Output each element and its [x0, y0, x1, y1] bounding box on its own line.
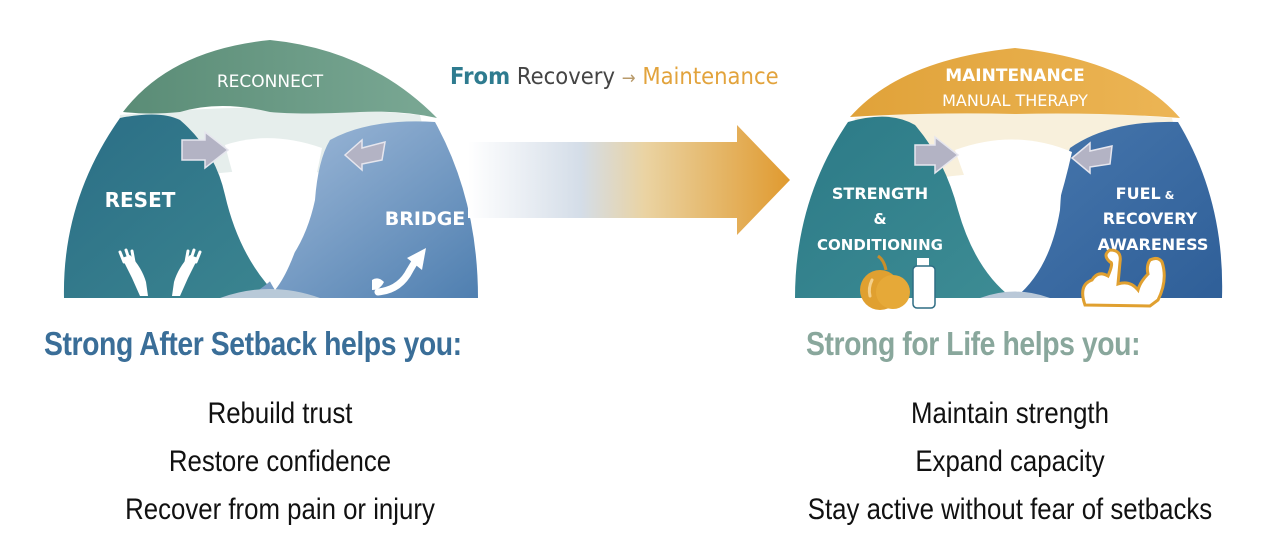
curved-arrow-up-icon	[372, 248, 426, 296]
tagline-recovery: Recovery	[516, 64, 615, 90]
right-benefit-item: Stay active without fear of setbacks	[807, 493, 1213, 526]
bridge-label: BRIDGE	[385, 208, 466, 230]
tagline-arrow-icon: →	[621, 68, 636, 89]
left-benefit-item: Recover from pain or injury	[125, 493, 435, 526]
fuel-word: FUEL	[1116, 184, 1161, 203]
reset-to-reconnect-arrow-icon	[181, 130, 230, 170]
water-bottle-icon	[912, 258, 936, 309]
left-benefits-list: Rebuild trust Restore confidence Recover…	[40, 390, 520, 534]
right-benefits-list: Maintain strength Expand capacity Stay a…	[730, 390, 1280, 534]
maintenance-manual-therapy-segment	[850, 48, 1180, 118]
right-arch-center	[955, 139, 1072, 292]
fuel-label: FUEL&	[1116, 184, 1175, 203]
strength-amp-label: &	[873, 210, 886, 228]
awareness-label: AWARENESS	[1098, 235, 1209, 254]
strength-label: STRENGTH	[832, 184, 928, 203]
reset-segment	[63, 114, 280, 298]
reconnect-label: RECONNECT	[217, 72, 324, 92]
left-arch: RECONNECT RESET BRIDGE	[63, 40, 478, 298]
tagline-from: From	[450, 64, 511, 90]
strength-conditioning-segment	[795, 116, 1012, 299]
reset-label: RESET	[105, 188, 176, 212]
tagline-maintenance: Maintenance	[642, 64, 779, 90]
transition-arrow-icon	[468, 125, 790, 235]
flexed-bicep-icon	[1081, 248, 1166, 308]
left-section-heading: Strong After Setback helps you:	[44, 325, 462, 362]
bridge-to-reconnect-arrow-icon	[343, 138, 386, 172]
recovery-label: RECOVERY	[1103, 209, 1198, 228]
right-benefit-item: Maintain strength	[911, 397, 1109, 430]
open-hands-icon	[118, 248, 202, 296]
fuel-to-maintenance-arrow-icon	[1070, 141, 1113, 175]
left-benefit-item: Restore confidence	[168, 445, 392, 478]
left-benefit-item: Rebuild trust	[207, 397, 353, 430]
conditioning-label: CONDITIONING	[817, 236, 943, 254]
right-arch: MAINTENANCE MANUAL THERAPY STRENGTH & CO…	[795, 48, 1223, 310]
right-benefit-item: Expand capacity	[915, 445, 1105, 478]
apple-icon	[860, 254, 910, 310]
tagline: From Recovery → Maintenance	[450, 64, 779, 90]
left-arch-center	[225, 138, 322, 290]
reconnect-segment	[123, 40, 437, 118]
maintenance-label: MAINTENANCE	[945, 66, 1085, 86]
strength-to-maintenance-arrow-icon	[914, 135, 960, 175]
right-section-heading: Strong for Life helps you:	[806, 325, 1141, 362]
fuel-amp: &	[1165, 189, 1175, 202]
manual-therapy-label: MANUAL THERAPY	[942, 91, 1088, 110]
